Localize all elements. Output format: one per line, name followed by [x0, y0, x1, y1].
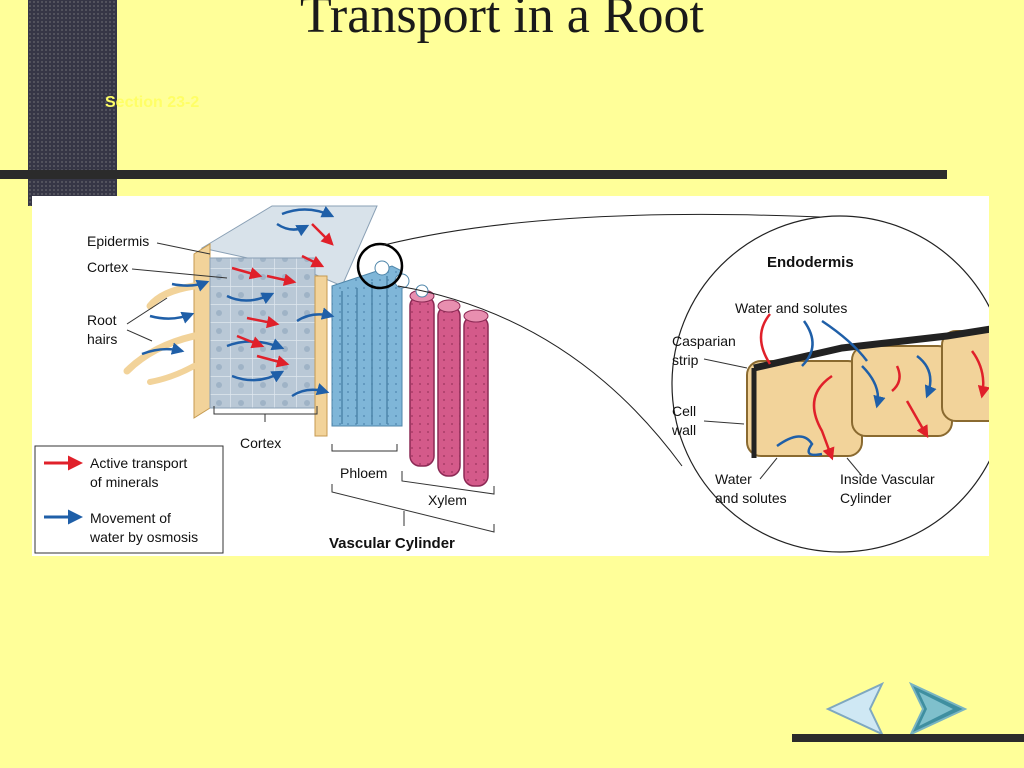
label-root-hairs-line1: Root [87, 312, 117, 328]
label-cortex-top: Cortex [87, 259, 128, 275]
endodermis-inset: Endodermis Water and solutes Casparian s… [671, 215, 989, 553]
label-water-solutes-top: Water and solutes [735, 300, 847, 316]
root-cross-section [123, 205, 841, 487]
label-root-hairs-line2: hairs [87, 331, 117, 347]
next-slide-button[interactable] [907, 678, 969, 740]
label-inside-vascular-line1: Inside Vascular [840, 471, 935, 487]
slide-title: Transport in a Root [300, 0, 704, 44]
previous-slide-button[interactable] [824, 678, 886, 740]
label-cell-wall-line2: wall [671, 422, 696, 438]
label-endodermis: Endodermis [767, 254, 854, 271]
active-transport-arrows [231, 223, 334, 368]
label-water-line1: Water [715, 471, 752, 487]
label-water-line2: and solutes [715, 490, 787, 506]
label-vascular-cylinder: Vascular Cylinder [329, 535, 455, 552]
label-casparian-line2: strip [672, 352, 699, 368]
legend: Active transport of minerals Movement of… [34, 445, 224, 554]
label-xylem: Xylem [428, 492, 467, 508]
legend-osmosis-line2: water by osmosis [89, 529, 198, 545]
label-casparian-line1: Casparian [672, 333, 736, 349]
label-cortex-bottom: Cortex [240, 435, 281, 451]
legend-active-line2: of minerals [90, 474, 158, 490]
label-epidermis: Epidermis [87, 233, 149, 249]
legend-active-line1: Active transport [90, 455, 187, 471]
label-cell-wall-line1: Cell [672, 403, 696, 419]
legend-osmosis-line1: Movement of [90, 510, 171, 526]
footer-divider [792, 734, 1024, 742]
root-transport-diagram: Epidermis Cortex Root hairs Cortex Phloe… [32, 196, 989, 556]
right-arrow-icon [908, 681, 968, 737]
section-label: Section 23-2 [105, 94, 200, 111]
left-arrow-icon [825, 681, 885, 737]
label-phloem: Phloem [340, 465, 387, 481]
label-inside-vascular-line2: Cylinder [840, 490, 892, 506]
header-divider [0, 170, 947, 179]
